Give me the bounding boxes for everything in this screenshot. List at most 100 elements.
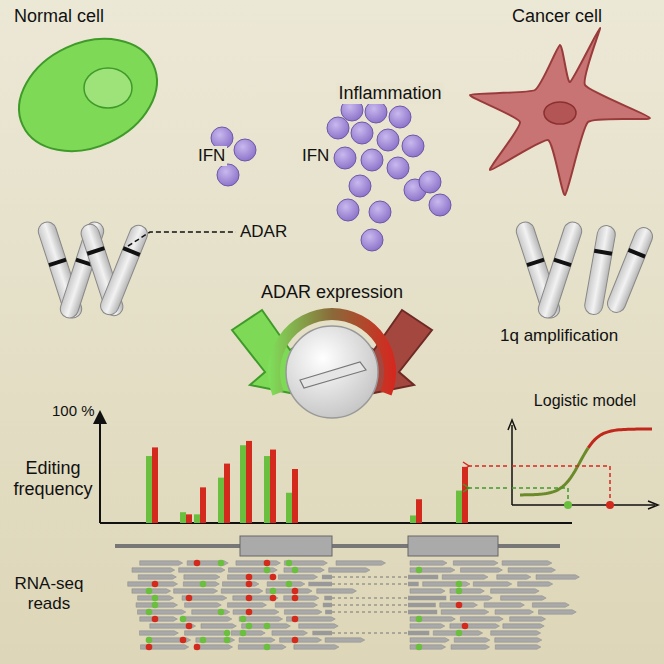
read bbox=[284, 610, 322, 614]
ifn-molecule bbox=[419, 171, 441, 193]
edit-dot bbox=[224, 637, 231, 644]
normal-bar bbox=[240, 445, 246, 523]
edit-dot bbox=[456, 588, 463, 595]
label: Editing frequency bbox=[8, 458, 98, 499]
read bbox=[454, 638, 490, 642]
read bbox=[233, 610, 279, 614]
label: Cancer cell bbox=[512, 6, 642, 27]
normal-bar bbox=[180, 512, 186, 523]
cancer-bar bbox=[416, 499, 422, 523]
cancer-bar bbox=[270, 450, 276, 523]
edit-dot bbox=[246, 609, 253, 616]
read bbox=[201, 624, 236, 628]
splice-gap bbox=[332, 584, 408, 585]
label: RNA-seq reads bbox=[4, 574, 94, 613]
read bbox=[423, 582, 470, 586]
read bbox=[138, 610, 186, 614]
read bbox=[539, 610, 577, 614]
edit-dot bbox=[462, 623, 469, 630]
edit-dot bbox=[456, 630, 463, 637]
dial-knob bbox=[286, 326, 378, 418]
ifn-molecule bbox=[349, 175, 371, 197]
leader-line bbox=[468, 465, 510, 467]
edit-dot bbox=[146, 644, 153, 651]
read bbox=[299, 624, 339, 628]
axis-head bbox=[508, 420, 658, 509]
cancer-bar bbox=[152, 447, 158, 523]
read bbox=[280, 638, 322, 642]
dial-pointer bbox=[300, 362, 366, 388]
read bbox=[322, 575, 438, 580]
normal-cell bbox=[1, 17, 175, 172]
read bbox=[441, 610, 489, 614]
read bbox=[336, 561, 386, 565]
edit-dot bbox=[270, 588, 277, 595]
read bbox=[185, 603, 222, 607]
nucleus bbox=[84, 68, 132, 108]
edit-dot bbox=[246, 581, 253, 588]
nucleus bbox=[544, 102, 576, 124]
read bbox=[410, 589, 445, 593]
read bbox=[532, 603, 569, 607]
chromatid bbox=[536, 220, 584, 321]
read bbox=[308, 582, 418, 587]
label: ADAR bbox=[240, 222, 300, 242]
read bbox=[518, 582, 553, 586]
read bbox=[460, 617, 503, 621]
edit-dot bbox=[456, 581, 463, 588]
label: ADAR expression bbox=[252, 282, 412, 303]
read bbox=[451, 645, 490, 649]
edit-dot bbox=[218, 560, 225, 567]
edit-dot bbox=[292, 588, 299, 595]
read bbox=[461, 568, 503, 572]
read bbox=[497, 575, 531, 579]
ifn-molecule bbox=[234, 139, 256, 161]
normal-bar bbox=[218, 478, 224, 523]
label: Normal cell bbox=[14, 6, 134, 27]
splice-gap bbox=[332, 577, 408, 578]
read bbox=[410, 645, 446, 649]
edit-dot bbox=[286, 581, 293, 588]
read bbox=[324, 596, 446, 601]
band bbox=[553, 258, 571, 267]
read bbox=[284, 596, 319, 600]
edit-dot bbox=[246, 574, 253, 581]
edit-dot bbox=[186, 623, 193, 630]
ifn-molecule bbox=[327, 117, 349, 139]
read bbox=[495, 645, 541, 649]
label: Logistic model bbox=[520, 392, 650, 410]
read bbox=[183, 617, 232, 621]
ifn-molecule bbox=[365, 101, 387, 123]
cancer-bar bbox=[246, 441, 252, 523]
dashed-guide bbox=[512, 488, 568, 505]
read bbox=[329, 568, 370, 572]
read bbox=[495, 610, 533, 614]
read bbox=[278, 575, 317, 579]
read bbox=[325, 638, 365, 642]
read bbox=[323, 603, 436, 608]
edit-dot bbox=[152, 616, 159, 623]
edit-dot bbox=[286, 560, 293, 567]
edit-dot bbox=[146, 588, 153, 595]
edit-dot bbox=[292, 595, 299, 602]
edit-dot bbox=[416, 644, 423, 651]
edit-dot bbox=[186, 595, 193, 602]
ifn-molecule bbox=[217, 164, 239, 186]
cancer-cell bbox=[470, 28, 650, 195]
cancer-bar bbox=[200, 487, 206, 523]
read bbox=[184, 575, 220, 579]
read bbox=[238, 645, 286, 649]
sigmoid-cancer bbox=[588, 429, 652, 448]
edit-dot bbox=[194, 560, 201, 567]
band bbox=[526, 258, 544, 267]
splice-gap bbox=[332, 605, 408, 606]
band bbox=[628, 248, 646, 258]
inset-axes bbox=[512, 425, 655, 505]
cancer-bar bbox=[292, 469, 298, 523]
label: 1q amplification bbox=[500, 326, 650, 346]
read bbox=[284, 568, 324, 572]
edit-dot bbox=[264, 623, 271, 630]
ifn-molecule bbox=[361, 149, 383, 171]
label: Inflammation bbox=[336, 83, 443, 104]
